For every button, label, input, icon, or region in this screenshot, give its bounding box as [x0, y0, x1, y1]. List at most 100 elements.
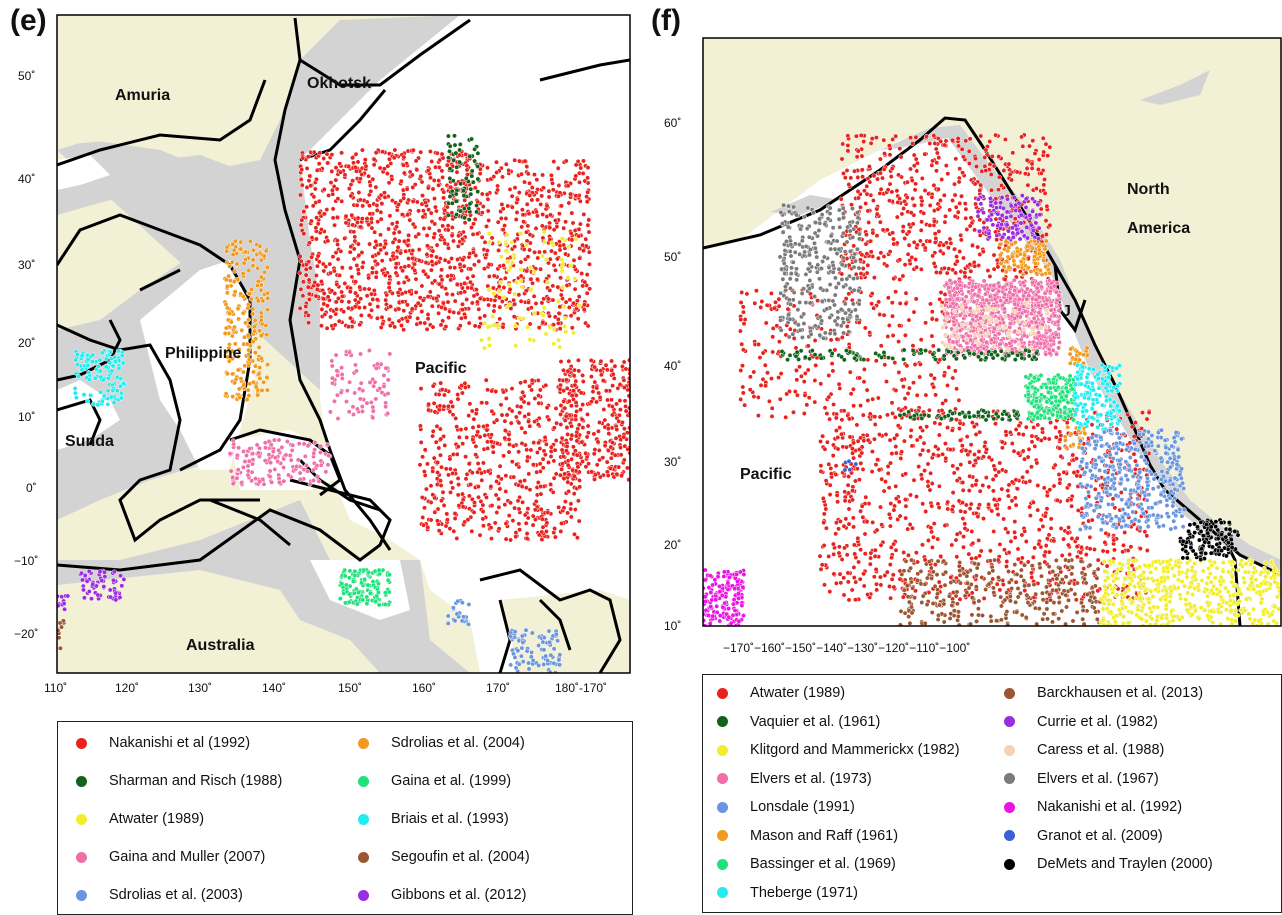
- data-point: [258, 333, 264, 339]
- data-point: [486, 336, 492, 342]
- data-point: [62, 606, 68, 612]
- data-point: [544, 203, 550, 209]
- data-point: [88, 392, 94, 398]
- data-point: [513, 534, 519, 540]
- data-point: [839, 334, 845, 340]
- data-point: [870, 396, 876, 402]
- data-point: [918, 195, 924, 200]
- data-point: [906, 222, 912, 228]
- data-point: [406, 256, 412, 262]
- data-point: [937, 270, 943, 276]
- data-point: [447, 148, 452, 154]
- data-point: [482, 345, 487, 351]
- data-point: [872, 422, 878, 427]
- data-point: [1053, 425, 1059, 430]
- data-point: [535, 276, 540, 282]
- data-point: [1144, 416, 1150, 422]
- data-point: [936, 483, 942, 489]
- data-point: [918, 425, 923, 431]
- data-point: [551, 660, 557, 666]
- data-point: [1013, 477, 1019, 483]
- data-point: [454, 611, 460, 617]
- data-point: [878, 170, 883, 176]
- data-point: [488, 432, 494, 438]
- data-point: [496, 526, 502, 532]
- data-point: [476, 258, 482, 264]
- data-point: [540, 212, 546, 217]
- data-point: [309, 235, 315, 241]
- data-point: [462, 215, 468, 221]
- data-point: [244, 397, 250, 403]
- data-point: [536, 393, 542, 399]
- data-point: [252, 317, 258, 323]
- data-point: [546, 628, 552, 634]
- data-point: [514, 279, 519, 285]
- data-point: [523, 242, 529, 248]
- data-point: [303, 266, 309, 272]
- data-point: [927, 202, 933, 208]
- data-point: [945, 499, 951, 505]
- data-point: [515, 197, 521, 203]
- data-point: [230, 371, 235, 377]
- data-point: [57, 627, 61, 633]
- data-point: [572, 367, 577, 373]
- data-point: [557, 247, 563, 253]
- data-point: [470, 179, 476, 185]
- data-point: [976, 263, 982, 268]
- data-point: [272, 466, 278, 472]
- data-point: [846, 474, 852, 480]
- data-point: [444, 511, 450, 517]
- data-point: [884, 379, 889, 385]
- lat-tick: −20˚: [14, 627, 38, 641]
- data-point: [381, 244, 387, 250]
- data-point: [897, 257, 903, 263]
- data-point: [606, 431, 612, 437]
- data-point: [406, 197, 412, 203]
- data-point: [449, 256, 455, 261]
- data-point: [891, 584, 897, 590]
- data-point: [868, 249, 874, 255]
- data-point: [973, 156, 978, 162]
- data-point: [520, 389, 526, 395]
- data-point: [414, 199, 420, 205]
- data-point: [438, 322, 444, 328]
- data-point: [484, 192, 490, 197]
- data-point: [575, 464, 581, 470]
- data-point: [469, 408, 475, 414]
- data-point: [958, 232, 964, 238]
- data-point: [548, 172, 554, 178]
- data-point: [896, 339, 902, 345]
- lat-tick: 40˚: [18, 172, 35, 186]
- data-point: [556, 657, 562, 663]
- data-point: [859, 153, 865, 159]
- data-point: [447, 308, 453, 314]
- data-point: [440, 300, 446, 306]
- data-point: [982, 155, 988, 160]
- data-point: [508, 500, 513, 506]
- data-point: [561, 225, 567, 231]
- data-point: [918, 266, 924, 272]
- data-point: [74, 351, 80, 357]
- data-point: [443, 466, 449, 472]
- data-point: [762, 362, 768, 368]
- data-point: [740, 363, 745, 369]
- data-point: [225, 371, 230, 377]
- data-point: [614, 401, 619, 407]
- data-point: [255, 265, 261, 271]
- data-point: [440, 223, 446, 229]
- data-point: [938, 553, 944, 559]
- data-point: [390, 253, 396, 259]
- data-point: [622, 443, 628, 449]
- data-point: [842, 498, 848, 504]
- data-point: [454, 535, 460, 541]
- data-point: [580, 242, 586, 248]
- data-point: [862, 551, 868, 557]
- data-point: [926, 407, 932, 413]
- data-point: [248, 296, 254, 302]
- data-point: [1001, 168, 1007, 173]
- data-point: [85, 398, 91, 404]
- data-point: [513, 665, 519, 671]
- data-point: [519, 171, 524, 177]
- data-point: [359, 250, 365, 255]
- data-point: [993, 473, 999, 479]
